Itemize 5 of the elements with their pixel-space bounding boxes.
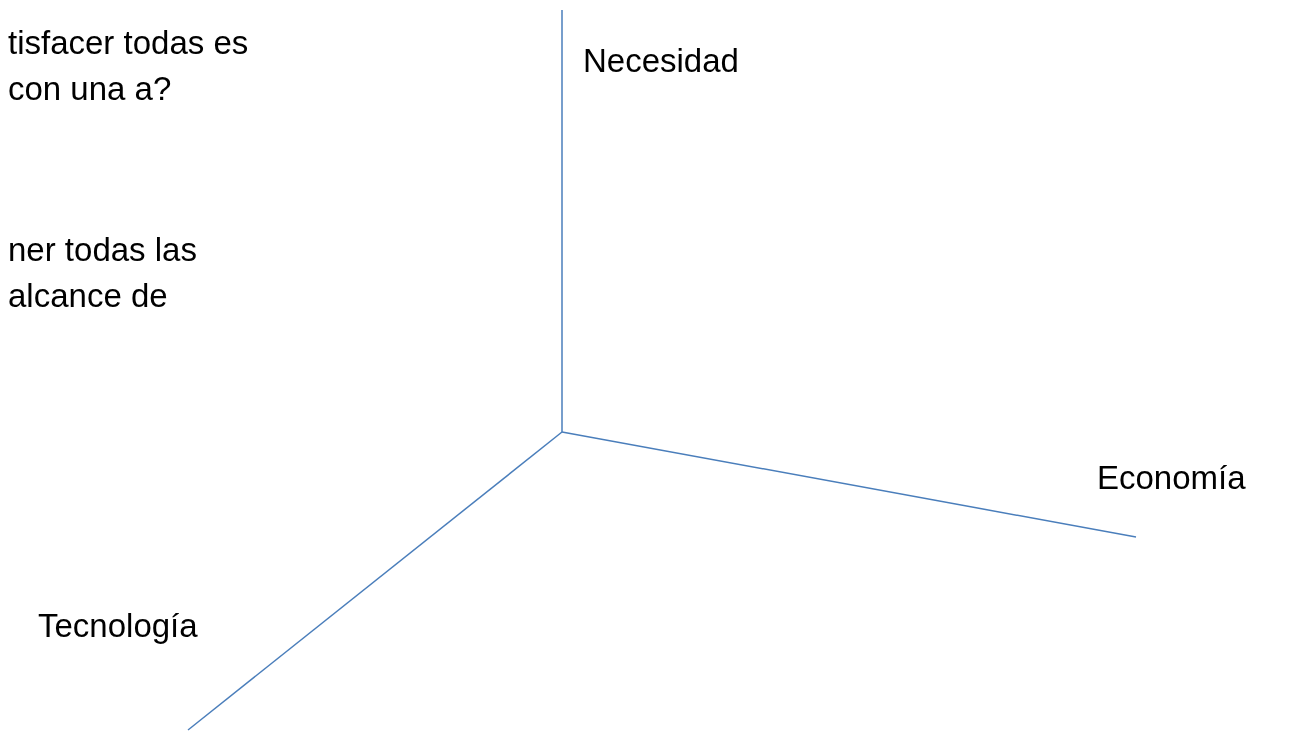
paragraph-text: ner todas las alcance de (8, 230, 198, 316)
axis-label: Economía (1097, 458, 1246, 498)
axis-label: Necesidad (583, 41, 739, 81)
axis-label: Tecnología (38, 606, 198, 646)
paragraph-text: tisfacer todas es con una a? (8, 23, 250, 109)
